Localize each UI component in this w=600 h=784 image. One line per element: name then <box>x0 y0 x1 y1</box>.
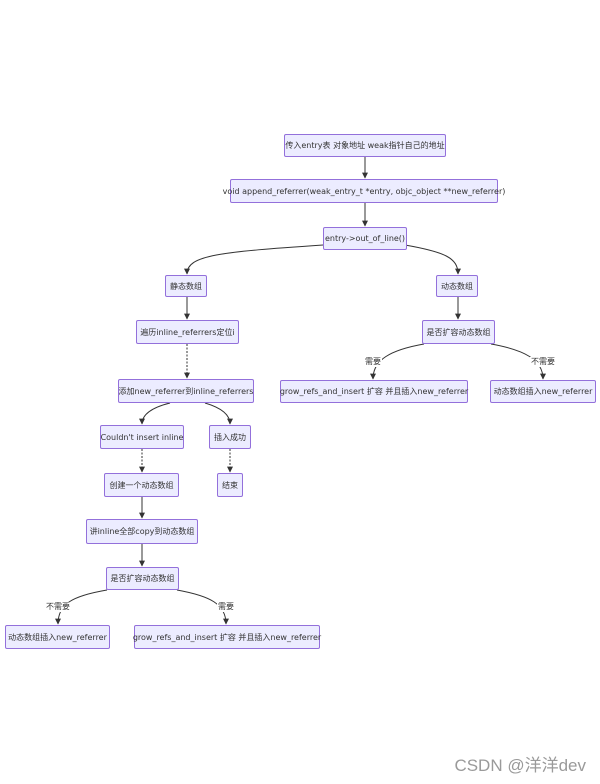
node-traverse-inline: 遍历inline_referrers定位i <box>136 320 239 344</box>
edge-expandr-insertdyn <box>490 343 546 380</box>
node-grow-refs-left: grow_refs_and_insert 扩容 并且插入new_referrer <box>133 625 321 649</box>
node-insert-success: 插入成功 <box>209 425 251 449</box>
node-insert-dynamic-right: 动态数组插入new_referrer <box>490 380 596 403</box>
node-couldnt-insert-inline: Couldn't insert inline <box>100 425 184 449</box>
node-append-referrer: void append_referrer(weak_entry_t *entry… <box>223 179 505 203</box>
edge-label-no-need-right: 不需要 <box>530 357 556 367</box>
edge-expandl-insertdyn <box>55 589 108 625</box>
edge-label-no-need-left: 不需要 <box>45 602 71 612</box>
node-insert-dynamic-left: 动态数组插入new_referrer <box>5 625 110 649</box>
edge-expandr-grow <box>370 343 425 380</box>
node-grow-refs-right: grow_refs_and_insert 扩容 并且插入new_referrer <box>280 380 468 403</box>
node-add-new-referrer: 添加new_referrer到inline_referrers <box>118 379 254 403</box>
node-create-dynamic-array: 创建一个动态数组 <box>104 473 179 497</box>
node-expand-check-left: 是否扩容动态数组 <box>106 567 179 590</box>
node-copy-inline: 讲inline全部copy到动态数组 <box>86 519 198 544</box>
node-end: 结束 <box>217 473 243 497</box>
edge-addnew-couldnt <box>139 402 171 425</box>
node-dynamic-array: 动态数组 <box>436 275 478 297</box>
edge-expandl-grow <box>176 589 229 625</box>
node-start: 传入entry表 对象地址 weak指针自己的地址 <box>284 134 446 157</box>
edge-outofline-dynamic <box>404 244 461 275</box>
watermark: CSDN @洋洋dev <box>454 756 586 775</box>
node-out-of-line: entry->out_of_line() <box>323 227 407 250</box>
edge-outofline-static <box>184 244 324 275</box>
edge-addnew-insertok <box>204 402 233 425</box>
edge-label-need-left: 需要 <box>217 602 235 612</box>
node-expand-check-right: 是否扩容动态数组 <box>422 320 495 344</box>
node-static-array: 静态数组 <box>165 275 207 297</box>
edge-label-need-right: 需要 <box>364 357 382 367</box>
